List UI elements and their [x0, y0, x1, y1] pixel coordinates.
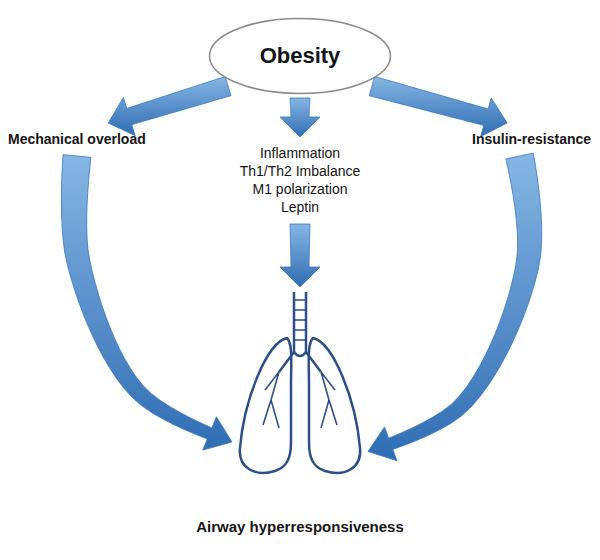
- curved-arrow: [368, 153, 542, 461]
- lungs-illustration: [235, 290, 365, 480]
- block-arrow: [280, 224, 320, 287]
- mechanism-label: InflammationTh1/Th2 ImbalanceM1 polariza…: [238, 142, 363, 218]
- node-text: Leptin: [240, 198, 361, 216]
- cause-label: Insulin-resistance: [470, 128, 594, 150]
- node-text: Inflammation: [240, 144, 361, 162]
- lungs-node: Airway hyperresponsiveness: [235, 290, 365, 480]
- ellipse-node: Obesity: [208, 17, 392, 95]
- cause-label: Mechanical overload: [6, 128, 148, 150]
- curved-arrow: [61, 155, 232, 450]
- node-title: Obesity: [260, 43, 341, 69]
- node-text: Mechanical overload: [8, 130, 146, 148]
- node-text: Th1/Th2 Imbalance: [240, 162, 361, 180]
- block-arrow: [280, 98, 320, 137]
- block-arrow: [108, 77, 231, 136]
- block-arrow: [369, 76, 507, 136]
- ellipse-shape: [210, 19, 391, 94]
- node-text: Insulin-resistance: [472, 130, 592, 148]
- caption-label: Airway hyperresponsiveness: [196, 518, 404, 536]
- node-text: M1 polarization: [240, 180, 361, 198]
